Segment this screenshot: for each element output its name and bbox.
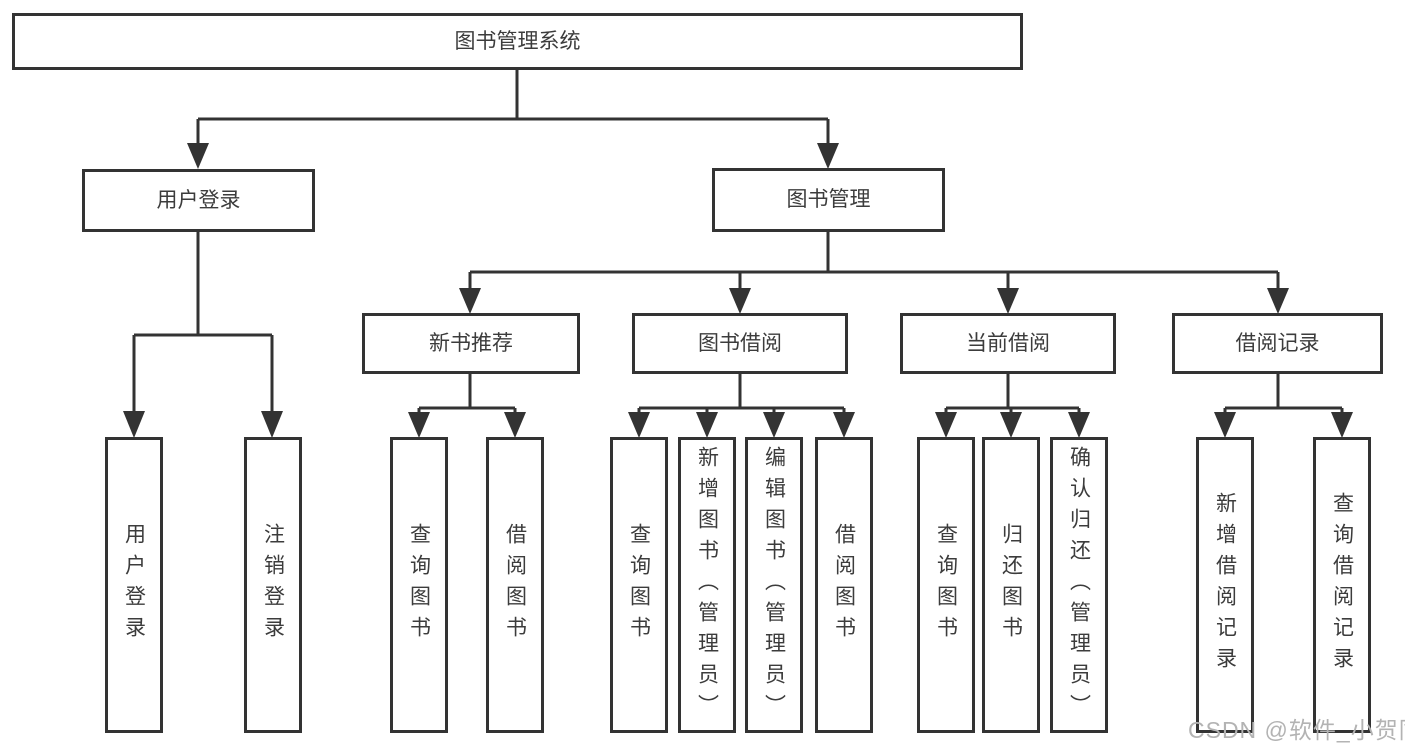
arrowhead-new-book-recommend (459, 288, 481, 314)
leaf-recommend-query-books: 查询图书 (390, 437, 448, 733)
leaf-user-login-label: 用户登录 (122, 523, 146, 647)
leaf-borrowing-borrow-books: 借阅图书 (815, 437, 873, 733)
leaf-current-return-books: 归还图书 (982, 437, 1040, 733)
leaf-borrowing-add-books-admin-label: 新增图书（管理员） (695, 445, 719, 725)
node-new-book-recommend: 新书推荐 (362, 313, 580, 374)
arrowhead-leaf-cb-return (1000, 412, 1022, 438)
arrowhead-current-borrowing (997, 288, 1019, 314)
leaf-current-confirm-return-admin-label: 确认归还（管理员） (1067, 445, 1091, 725)
arrowhead-book-management (817, 143, 839, 169)
arrowhead-leaf-rec-query (408, 412, 430, 438)
node-root-label: 图书管理系统 (454, 29, 581, 53)
leaf-current-query-books: 查询图书 (917, 437, 975, 733)
arrowhead-leaf-bb-edit (763, 412, 785, 438)
node-user-login-label: 用户登录 (156, 188, 241, 212)
csdn-watermark: CSDN @软件_小贺同学 (1188, 717, 1405, 743)
node-root-system: 图书管理系统 (12, 13, 1023, 70)
leaf-recommend-borrow-books: 借阅图书 (486, 437, 544, 733)
arrowhead-leaf-br-query (1331, 412, 1353, 438)
node-book-management-label: 图书管理 (786, 188, 871, 212)
leaf-borrowing-query-books: 查询图书 (610, 437, 668, 733)
leaf-recommend-query-books-label: 查询图书 (407, 523, 431, 647)
leaf-logout-label: 注销登录 (261, 523, 285, 647)
leaf-borrowing-borrow-books-label: 借阅图书 (832, 523, 856, 647)
arrowhead-leaf-bb-query (628, 412, 650, 438)
node-user-login: 用户登录 (82, 169, 315, 232)
leaf-borrowing-edit-books-admin: 编辑图书（管理员） (745, 437, 803, 733)
arrowhead-leaf-bb-add (696, 412, 718, 438)
node-current-borrowing: 当前借阅 (900, 313, 1116, 374)
node-book-borrowing: 图书借阅 (632, 313, 848, 374)
arrowhead-book-borrowing (729, 288, 751, 314)
node-book-borrowing-label: 图书借阅 (698, 331, 782, 355)
node-book-management: 图书管理 (712, 168, 945, 232)
leaf-user-login: 用户登录 (105, 437, 163, 733)
node-current-borrowing-label: 当前借阅 (966, 331, 1050, 355)
leaf-records-add-record-label: 新增借阅记录 (1213, 492, 1237, 678)
arrowhead-leaf-rec-borrow (504, 412, 526, 438)
leaf-current-query-books-label: 查询图书 (934, 523, 958, 647)
leaf-borrowing-edit-books-admin-label: 编辑图书（管理员） (762, 445, 786, 725)
arrowhead-leaf-logout (261, 411, 283, 438)
leaf-records-add-record: 新增借阅记录 (1196, 437, 1254, 733)
arrowhead-leaf-bb-borrow (833, 412, 855, 438)
arrowhead-leaf-br-add (1214, 412, 1236, 438)
arrowhead-leaf-cb-query (935, 412, 957, 438)
leaf-logout: 注销登录 (244, 437, 302, 733)
leaf-records-query-record-label: 查询借阅记录 (1330, 492, 1354, 678)
leaf-recommend-borrow-books-label: 借阅图书 (503, 523, 527, 647)
arrowhead-leaf-user-login (123, 411, 145, 438)
arrowhead-leaf-cb-confirm (1068, 412, 1090, 438)
arrowhead-borrowing-records (1267, 288, 1289, 314)
node-borrowing-records: 借阅记录 (1172, 313, 1383, 374)
leaf-borrowing-query-books-label: 查询图书 (627, 523, 651, 647)
node-borrowing-records-label: 借阅记录 (1235, 331, 1320, 355)
leaf-borrowing-add-books-admin: 新增图书（管理员） (678, 437, 736, 733)
node-new-book-recommend-label: 新书推荐 (429, 331, 513, 355)
leaf-current-confirm-return-admin: 确认归还（管理员） (1050, 437, 1108, 733)
arrowhead-user-login (187, 143, 209, 169)
leaf-records-query-record: 查询借阅记录 (1313, 437, 1371, 733)
leaf-current-return-books-label: 归还图书 (999, 523, 1023, 647)
